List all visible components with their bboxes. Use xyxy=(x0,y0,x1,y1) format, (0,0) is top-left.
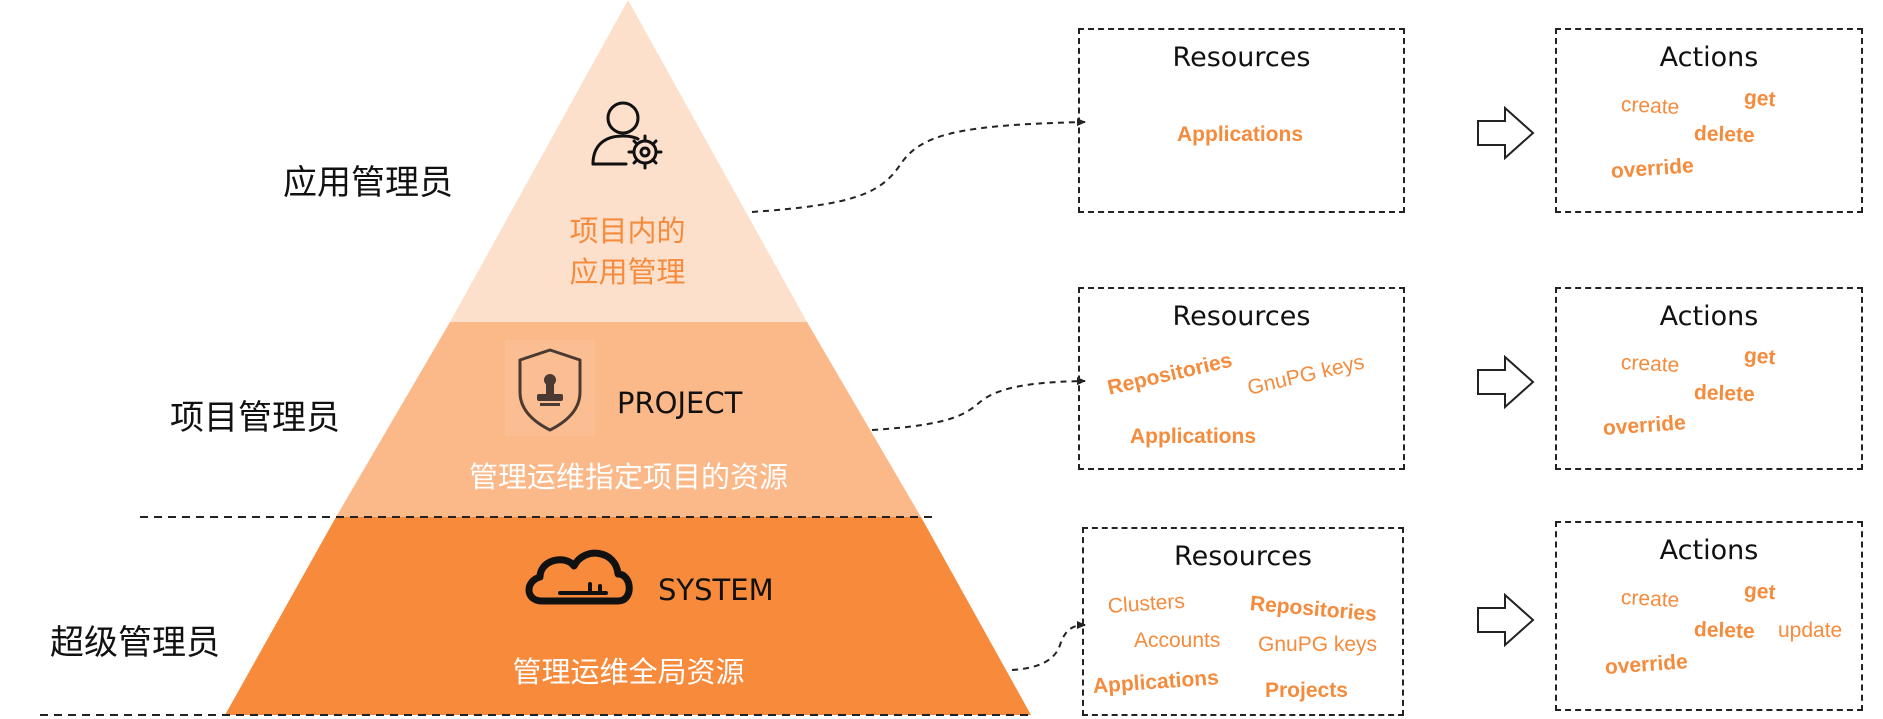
resource-accounts: Accounts xyxy=(1134,629,1221,652)
system-tier-desc: 管理运维全局资源 xyxy=(512,655,745,689)
resource-applications: Applications xyxy=(1092,666,1220,698)
action-get: get xyxy=(1743,344,1777,370)
resources-title: Resources xyxy=(1172,42,1311,73)
top-tier-desc-line2: 应用管理 xyxy=(569,255,686,289)
arrow-right-icon xyxy=(1477,105,1535,161)
pyramid-tier-top xyxy=(450,0,807,322)
action-get: get xyxy=(1743,579,1777,605)
action-get: get xyxy=(1743,86,1777,112)
resources-box-system: Resources Clusters Repositories Accounts… xyxy=(1082,527,1404,716)
pyramid-tier-middle xyxy=(336,322,921,517)
resource-clusters: Clusters xyxy=(1107,589,1186,618)
project-tier-name: PROJECT xyxy=(617,386,743,420)
action-delete: delete xyxy=(1693,122,1756,148)
action-delete: delete xyxy=(1693,381,1756,407)
resources-title: Resources xyxy=(1172,301,1311,332)
resource-projects: Projects xyxy=(1265,679,1348,702)
connector-top xyxy=(751,118,1086,213)
resources-box-app: Resources Applications xyxy=(1078,28,1405,213)
arrow-right-icon xyxy=(1477,592,1535,648)
resource-gnupg-keys: GnuPG keys xyxy=(1258,633,1378,656)
arrow-right-icon xyxy=(1477,354,1535,410)
connector-bottom xyxy=(1011,621,1086,671)
resources-box-project: Resources Repositories GnuPG keys Applic… xyxy=(1078,287,1405,470)
role-label-super-admin: 超级管理员 xyxy=(50,623,220,663)
role-label-app-admin: 应用管理员 xyxy=(283,163,453,203)
resource-gnupg-keys: GnuPG keys xyxy=(1245,350,1367,400)
action-override: override xyxy=(1602,411,1687,440)
role-label-project-admin: 项目管理员 xyxy=(170,398,340,438)
cloud-key-icon xyxy=(525,549,633,605)
actions-title: Actions xyxy=(1659,535,1759,566)
project-tier-desc: 管理运维指定项目的资源 xyxy=(468,460,788,494)
actions-box-app: Actions create get delete override xyxy=(1555,28,1863,213)
action-delete: delete xyxy=(1693,618,1756,644)
actions-box-project: Actions create get delete override xyxy=(1555,287,1863,470)
action-override: override xyxy=(1610,154,1695,183)
resource-repositories: Repositories xyxy=(1249,592,1378,627)
pyramid-tier-bottom xyxy=(225,517,1031,715)
action-create: create xyxy=(1620,586,1680,613)
resource-applications: Applications xyxy=(1177,123,1304,146)
resource-applications: Applications xyxy=(1130,425,1257,448)
actions-title: Actions xyxy=(1659,42,1759,73)
connector-middle xyxy=(871,377,1086,431)
actions-title: Actions xyxy=(1659,301,1759,332)
user-gear-icon xyxy=(591,101,663,170)
resources-title: Resources xyxy=(1174,541,1312,572)
action-override: override xyxy=(1604,650,1689,679)
resource-repositories: Repositories xyxy=(1105,348,1235,400)
action-update: update xyxy=(1778,619,1843,642)
top-tier-desc-line1: 项目内的 xyxy=(569,214,686,248)
system-tier-name: SYSTEM xyxy=(658,573,774,607)
action-create: create xyxy=(1620,351,1680,378)
shield-stamp-icon xyxy=(505,340,595,436)
actions-box-system: Actions create get delete update overrid… xyxy=(1555,521,1863,711)
action-create: create xyxy=(1620,93,1680,120)
